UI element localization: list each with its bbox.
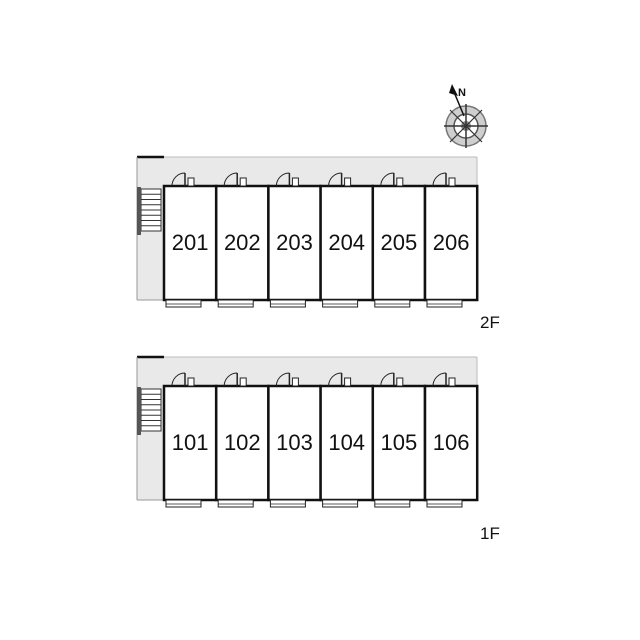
unit-number-label: 204 [328,230,365,255]
stairs [137,187,162,235]
floor-1f: 101 102 103 104 105 106 1F [136,355,500,543]
unit-102: 102 [214,372,270,508]
stairs [137,387,162,435]
floor-label-1f: 1F [480,524,500,543]
unit-206: 206 [423,172,479,308]
unit-number-label: 206 [433,230,470,255]
compass-rose-icon: N [444,84,488,148]
unit-number-label: 106 [433,430,470,455]
unit-106: 106 [423,372,479,508]
unit-number-label: 103 [276,430,313,455]
unit-105: 105 [371,372,427,508]
unit-number-label: 104 [328,430,365,455]
floor-2f: 201 202 203 204 205 206 2F [136,155,500,332]
unit-number-label: 202 [224,230,261,255]
unit-201: 201 [162,172,218,308]
unit-103: 103 [267,372,322,508]
compass-north-label: N [458,87,466,99]
floor-label-2f: 2F [480,313,500,332]
unit-number-label: 201 [172,230,209,255]
unit-101: 101 [162,372,218,508]
unit-204: 204 [319,172,375,308]
unit-number-label: 205 [381,230,418,255]
unit-203: 203 [267,172,322,308]
unit-number-label: 105 [381,430,418,455]
unit-202: 202 [214,172,270,308]
unit-number-label: 102 [224,430,261,455]
unit-205: 205 [371,172,427,308]
unit-number-label: 101 [172,430,209,455]
unit-104: 104 [319,372,375,508]
unit-number-label: 203 [276,230,313,255]
